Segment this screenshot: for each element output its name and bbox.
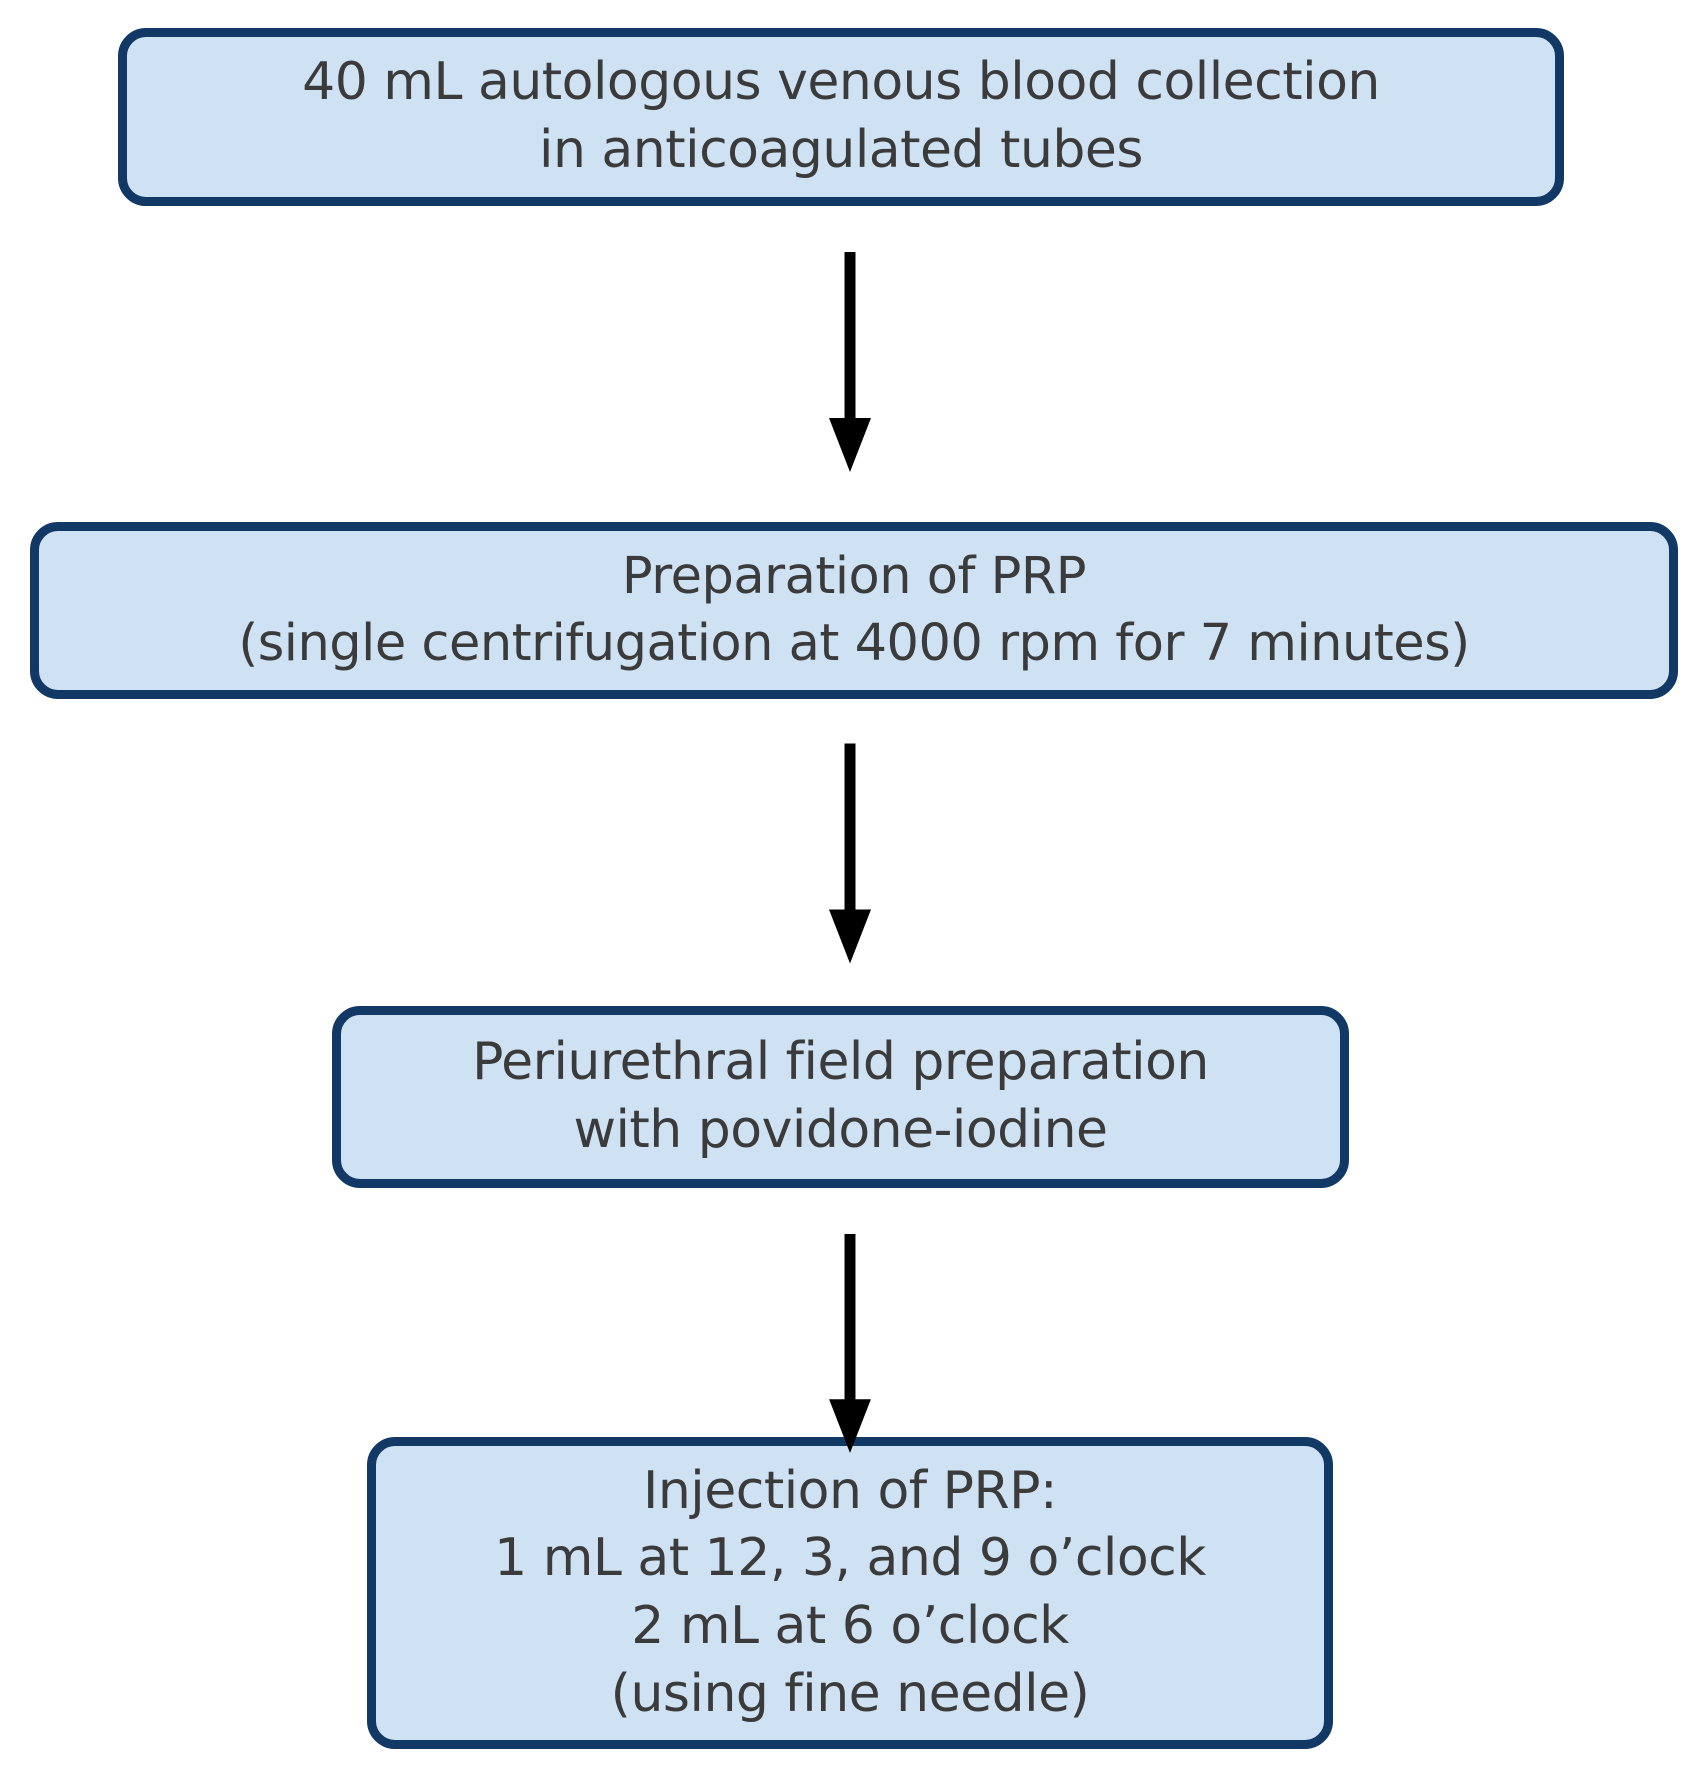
flow-step-text-line: 40 mL autologous venous blood collection: [302, 52, 1380, 113]
flow-step-text-line: in anticoagulated tubes: [539, 120, 1144, 180]
flow-step-text-line: 2 mL at 6 o’clock: [631, 1596, 1069, 1656]
flow-step-text-line: 1 mL at 12, 3, and 9 o’clock: [494, 1528, 1206, 1589]
arrow-down-icon: [828, 738, 872, 966]
arrow-down-icon: [828, 1230, 872, 1454]
arrow-down-icon: [828, 248, 872, 473]
flow-step-text-line: Preparation of PRP: [621, 547, 1087, 607]
flow-step-text-line: Injection of PRP:: [643, 1460, 1057, 1521]
flow-step-field-preparation: Periurethral field preparation with povi…: [332, 1006, 1349, 1188]
flow-step-blood-collection: 40 mL autologous venous blood collection…: [118, 28, 1564, 206]
flow-step-prp-injection: Injection of PRP: 1 mL at 12, 3, and 9 o…: [367, 1437, 1333, 1749]
flow-step-text-line: with povidone-iodine: [573, 1100, 1108, 1160]
flow-step-text-line: (using fine needle): [610, 1663, 1090, 1724]
flow-step-text-line: (single centrifugation at 4000 rpm for 7…: [238, 613, 1470, 673]
flow-step-prp-preparation: Preparation of PRP (single centrifugatio…: [30, 522, 1678, 699]
flow-step-text-line: Periurethral field preparation: [472, 1032, 1209, 1093]
